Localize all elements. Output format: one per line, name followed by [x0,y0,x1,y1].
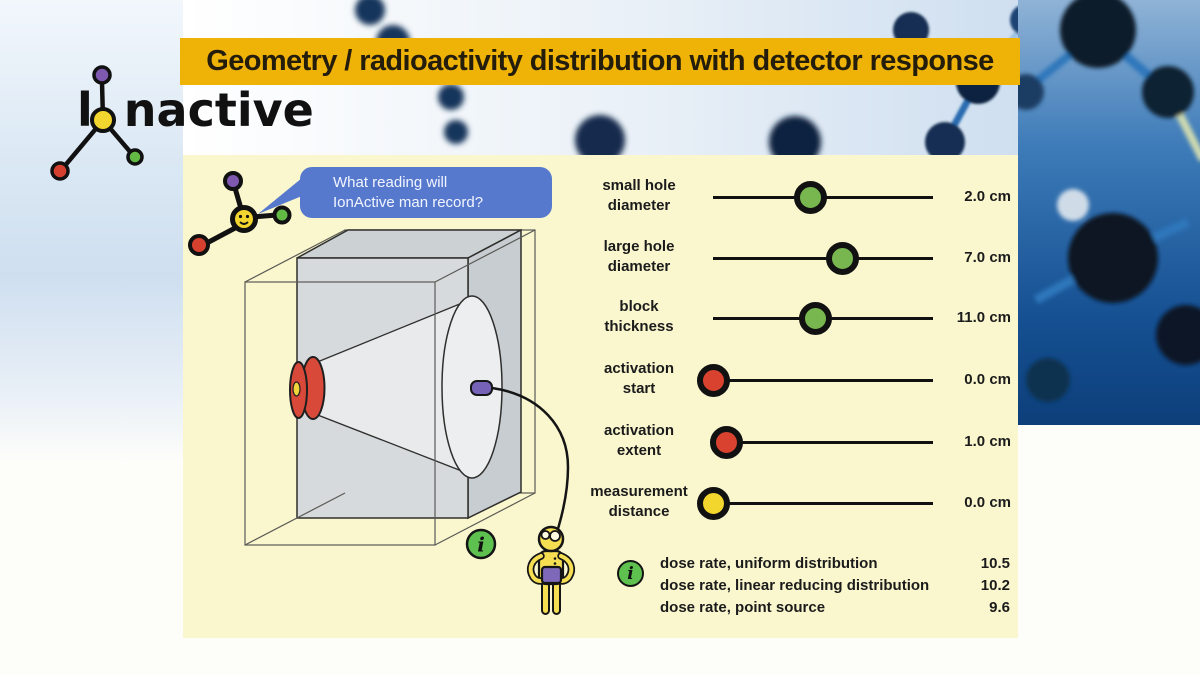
background-right-molecules [1018,0,1200,425]
geometry-diagram: i [244,228,576,615]
speech-bubble: What reading will IonActive man record? [300,167,552,218]
ionactive-mascot [188,171,292,256]
svg-text:i: i [477,533,485,557]
page-title: Geometry / radioactivity distribution wi… [206,45,994,77]
mascot-face [230,205,258,233]
dose-label-dose-rate-point-source: dose rate, point source [660,599,826,616]
slider-track-large-hole-diameter[interactable] [713,256,933,260]
molecule-balls-right [1018,0,1200,402]
dose-value-dose-rate-point-source: 9.6 [989,599,1010,616]
ionactive-logo-molecule [50,65,144,181]
speech-bubble-line1: What reading will [333,174,448,191]
mascot-atom-red [188,234,210,256]
slider-knob-activation-extent[interactable] [710,425,744,459]
slider-knob-measurement-distance[interactable] [696,486,730,520]
dose-value-dose-rate-linear-reducing-distribution: 10.2 [980,577,1010,594]
info-icon[interactable]: i [617,560,644,587]
mascot-atom-purple [223,171,243,191]
slider-track-activation-start[interactable] [713,378,933,382]
dose-value-dose-rate-uniform-distribution: 10.5 [980,555,1010,572]
slider-knob-small-hole-diameter[interactable] [794,180,828,214]
mascot-atom-green [272,205,292,225]
detector-probe [470,380,493,396]
dose-label-dose-rate-linear-reducing-distribution: dose rate, linear reducing distribution [660,577,930,594]
logo-atom-red [50,161,70,181]
dose-label-dose-rate-uniform-distribution: dose rate, uniform distribution [660,555,878,572]
slider-knob-activation-start[interactable] [696,363,730,397]
logo-atom-purple [92,65,112,85]
logo-text-suffix: nactive [123,83,314,137]
speech-bubble-tail [258,178,302,214]
slider-value-large-hole-diameter: 7.0 cm [964,249,1011,266]
wireframe-front-face [244,229,536,546]
logo-atom-green [126,148,144,166]
slider-value-activation-extent: 1.0 cm [964,433,1011,450]
slider-value-activation-start: 0.0 cm [964,371,1011,388]
radioactive-source [289,356,326,420]
title-banner: Geometry / radioactivity distribution wi… [180,38,1020,85]
logo-atom-yellow [90,107,116,133]
slider-value-block-thickness: 11.0 cm [956,309,1011,326]
logo-text-prefix: l [77,83,93,137]
slider-value-measurement-distance: 0.0 cm [964,494,1011,511]
info-icon[interactable]: i [465,528,497,560]
logo-wordmark: l nactive [77,83,314,137]
ratemeter [540,565,563,585]
slider-value-small-hole-diameter: 2.0 cm [964,188,1011,205]
ionactive-man [526,525,576,615]
molecule-photo-right [1018,0,1200,425]
slider-track-activation-extent[interactable] [713,440,933,444]
speech-bubble-line2: IonActive man record? [333,194,484,211]
slider-track-measurement-distance[interactable] [713,501,933,505]
slider-knob-block-thickness[interactable] [798,301,832,335]
simulation-panel: What reading will IonActive man record? [183,155,1018,638]
background-left-sky [0,0,183,460]
slider-knob-large-hole-diameter[interactable] [826,241,860,275]
